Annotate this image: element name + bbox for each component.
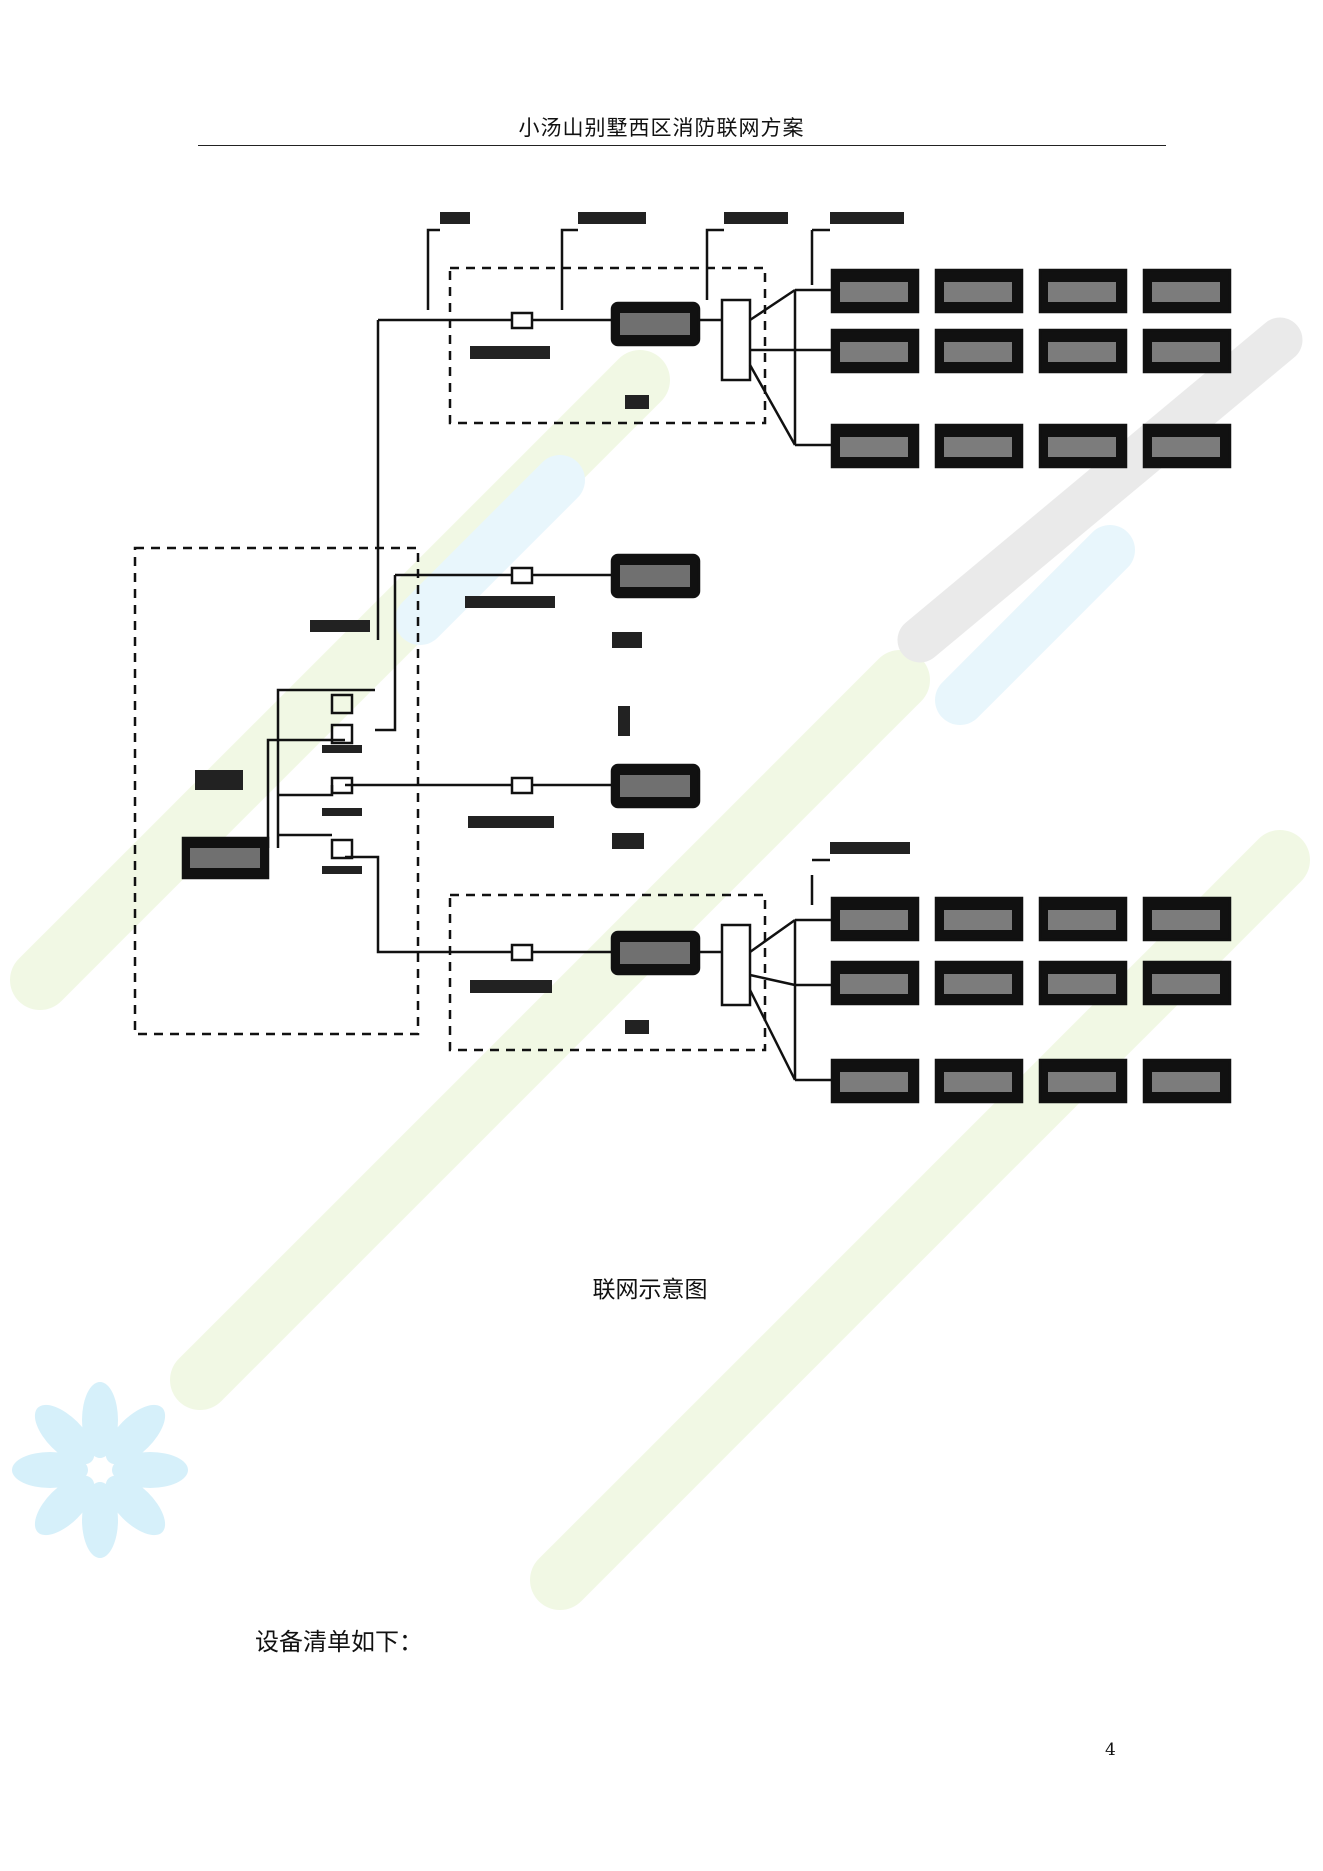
splitter-hubs — [699, 228, 830, 1081]
header-rule — [198, 145, 1166, 146]
control-room-enclosure — [133, 546, 420, 1036]
figure-caption: 联网示意图 — [592, 1277, 708, 1303]
bottom-site-enclosure — [448, 893, 767, 1052]
top-site-enclosure — [448, 266, 767, 425]
device-array-bottom — [830, 896, 1232, 1104]
device-branches — [795, 288, 832, 1082]
central-controller — [181, 836, 270, 880]
trunk-lines — [266, 228, 724, 954]
header-title: 小汤山别墅西区消防联网方案 — [518, 116, 805, 140]
equipment-list-intro: 设备清单如下： — [255, 1628, 423, 1656]
page-number: 4 — [1105, 1740, 1116, 1760]
illegible-label-marks — [195, 212, 910, 1034]
device-array-top — [830, 268, 1232, 469]
site-recorders — [610, 301, 701, 976]
line-modules — [330, 311, 612, 962]
